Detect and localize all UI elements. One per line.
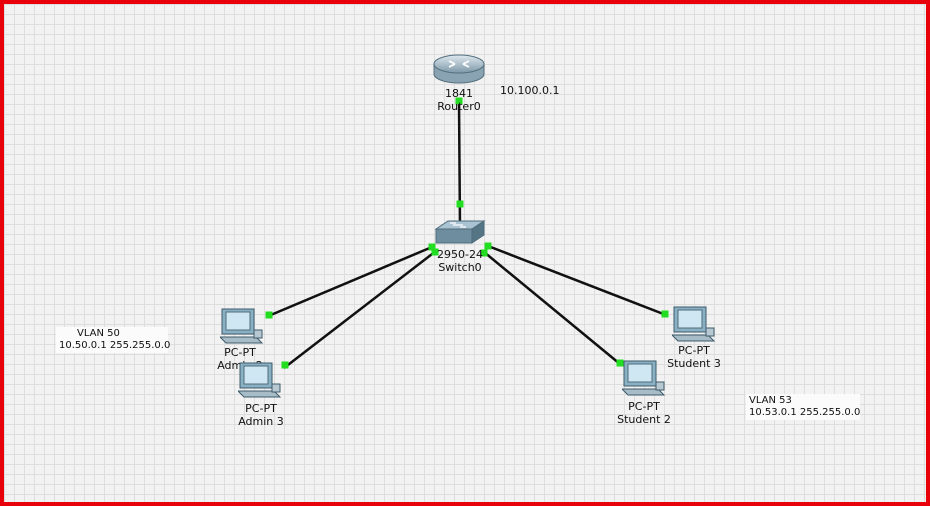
pc-student3-icon[interactable] <box>670 306 716 348</box>
note-vlan50-title: VLAN 50 <box>77 328 120 339</box>
switch-name: Switch0 <box>438 261 482 274</box>
pc-admin3-icon[interactable] <box>236 362 282 404</box>
pc-admin3-model: PC-PT <box>245 402 277 415</box>
cable-layer <box>265 97 669 369</box>
switch-model: 2950-24 <box>437 248 483 261</box>
router-name: Router0 <box>437 100 481 113</box>
pc-student2-label: PC-PT Student 2 <box>609 400 679 426</box>
pc-student3-name: Student 3 <box>667 357 721 370</box>
note-vlan53-address: 10.53.0.1 255.255.0.0 <box>749 407 861 418</box>
note-vlan50[interactable]: VLAN 50 10.50.0.1 255.255.0.0 <box>56 327 171 353</box>
pc-student3-label: PC-PT Student 3 <box>659 344 729 370</box>
cable-router-switch[interactable] <box>457 100 462 230</box>
router-ip: 10.100.0.1 <box>500 84 560 97</box>
router-label: 1841 Router0 <box>429 87 489 113</box>
link-light <box>456 200 464 208</box>
switch-label: 2950-24 Switch0 <box>428 248 492 274</box>
pc-student3-model: PC-PT <box>678 344 710 357</box>
pc-admin3-name: Admin 3 <box>238 415 284 428</box>
pc-student2-model: PC-PT <box>628 400 660 413</box>
link-light <box>431 248 439 256</box>
router-model: 1841 <box>445 87 473 100</box>
cable-switch-student2[interactable] <box>483 251 621 365</box>
note-vlan53-title: VLAN 53 <box>749 395 792 406</box>
pc-admin2-model: PC-PT <box>224 346 256 359</box>
link-light <box>455 97 463 105</box>
link-light <box>661 310 669 318</box>
note-vlan53[interactable]: VLAN 53 10.53.0.1 255.255.0.0 <box>746 394 860 420</box>
cable-switch-admin3[interactable] <box>283 250 437 369</box>
cable-switch-admin2[interactable] <box>265 245 433 319</box>
link-light <box>265 311 273 319</box>
note-vlan50-address: 10.50.0.1 255.255.0.0 <box>59 340 171 351</box>
cable-switch-student3[interactable] <box>487 244 667 317</box>
link-light <box>484 242 492 250</box>
link-light <box>480 249 488 257</box>
link-light <box>616 359 624 367</box>
pc-student2-name: Student 2 <box>617 413 671 426</box>
pc-admin3-label: PC-PT Admin 3 <box>229 402 293 428</box>
pc-admin2-icon[interactable] <box>218 308 264 350</box>
link-light <box>428 243 436 251</box>
pc-student2-icon[interactable] <box>620 360 666 402</box>
link-light <box>281 361 289 369</box>
switch-icon[interactable] <box>434 219 486 251</box>
router-icon[interactable] <box>432 54 486 90</box>
